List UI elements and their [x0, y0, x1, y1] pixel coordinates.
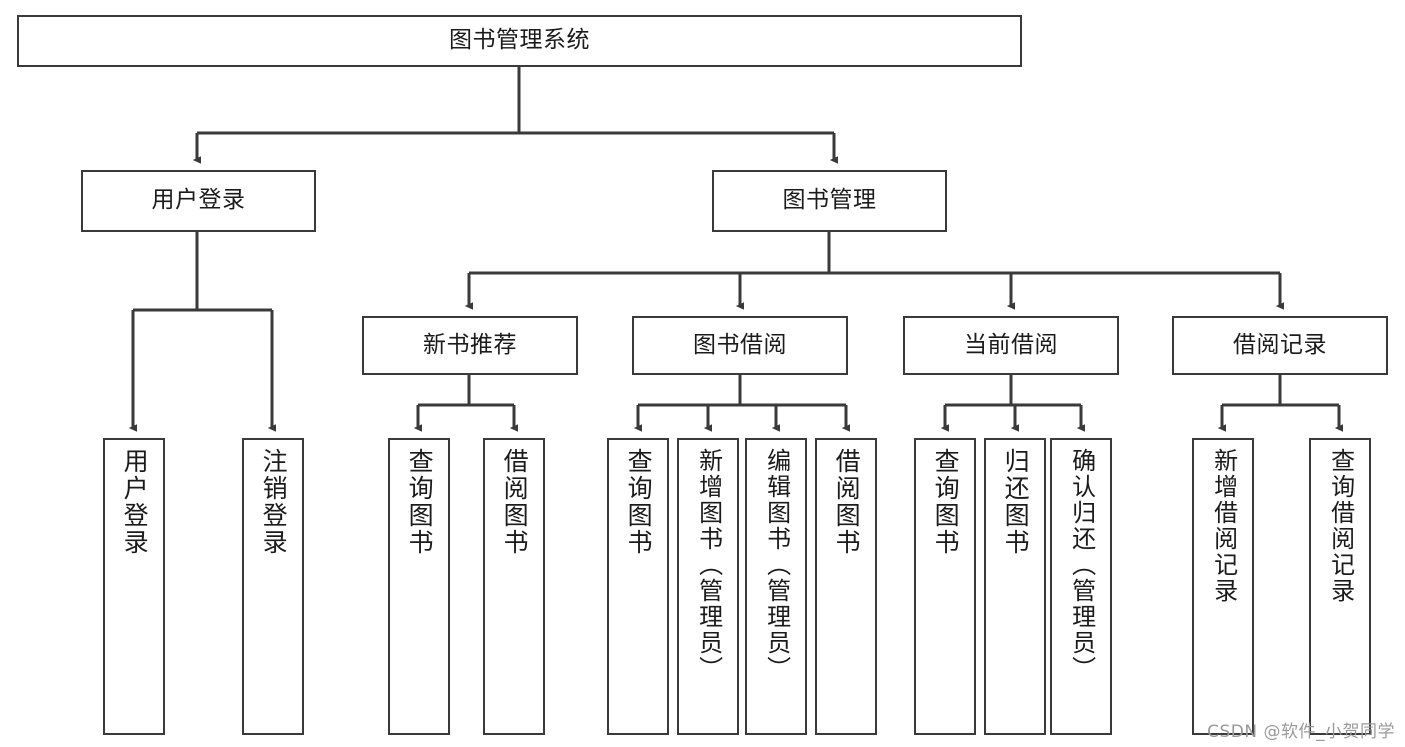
node-label: 新增借阅记录: [1209, 448, 1238, 604]
watermark-text: CSDN @软件_小贺同学: [1207, 722, 1395, 742]
node-borrow-record[interactable]: 借阅记录: [1172, 316, 1388, 375]
node-leaf-borrow-book-recommend[interactable]: 借阅图书: [483, 438, 545, 735]
node-label: 借阅图书: [832, 448, 862, 556]
node-leaf-query-book-current[interactable]: 查询图书: [914, 438, 976, 735]
node-leaf-borrow-book[interactable]: 借阅图书: [815, 438, 877, 735]
node-label: 归还图书: [1001, 448, 1031, 556]
node-label: 图书管理: [782, 187, 877, 214]
node-label: 确认归还（管理员）: [1067, 448, 1096, 682]
node-leaf-confirm-return-admin[interactable]: 确认归还（管理员）: [1050, 438, 1112, 735]
node-label: 查询借阅记录: [1326, 448, 1355, 604]
node-label: 注销登录: [259, 448, 289, 556]
node-leaf-query-book-recommend[interactable]: 查询图书: [388, 438, 450, 735]
node-leaf-query-book-borrow[interactable]: 查询图书: [607, 438, 669, 735]
node-label: 查询图书: [405, 448, 435, 556]
node-label: 用户登录: [120, 448, 150, 556]
node-label: 新增图书（管理员）: [694, 448, 723, 682]
node-leaf-logout-login[interactable]: 注销登录: [242, 438, 304, 735]
node-label: 用户登录: [151, 187, 246, 214]
node-book-borrow[interactable]: 图书借阅: [632, 316, 848, 375]
node-root-book-management-system[interactable]: 图书管理系统: [17, 15, 1022, 67]
node-label: 编辑图书（管理员）: [762, 448, 791, 682]
node-leaf-return-book[interactable]: 归还图书: [984, 438, 1046, 735]
node-label: 图书管理系统: [449, 27, 590, 54]
node-leaf-add-book-admin[interactable]: 新增图书（管理员）: [677, 438, 739, 735]
node-book-management[interactable]: 图书管理: [712, 170, 947, 232]
node-leaf-query-borrow-record[interactable]: 查询借阅记录: [1309, 438, 1371, 735]
node-label: 图书借阅: [693, 331, 787, 358]
node-user-login[interactable]: 用户登录: [81, 170, 316, 232]
node-label: 当前借阅: [964, 331, 1058, 358]
node-label: 新书推荐: [423, 331, 517, 358]
node-leaf-edit-book-admin[interactable]: 编辑图书（管理员）: [745, 438, 807, 735]
node-label: 查询图书: [931, 448, 961, 556]
node-leaf-user-login[interactable]: 用户登录: [103, 438, 165, 735]
node-label: 查询图书: [624, 448, 654, 556]
node-current-borrow[interactable]: 当前借阅: [903, 316, 1119, 375]
node-label: 借阅记录: [1233, 331, 1327, 358]
node-new-book-recommend[interactable]: 新书推荐: [362, 316, 578, 375]
node-label: 借阅图书: [500, 448, 530, 556]
node-leaf-add-borrow-record[interactable]: 新增借阅记录: [1192, 438, 1254, 735]
